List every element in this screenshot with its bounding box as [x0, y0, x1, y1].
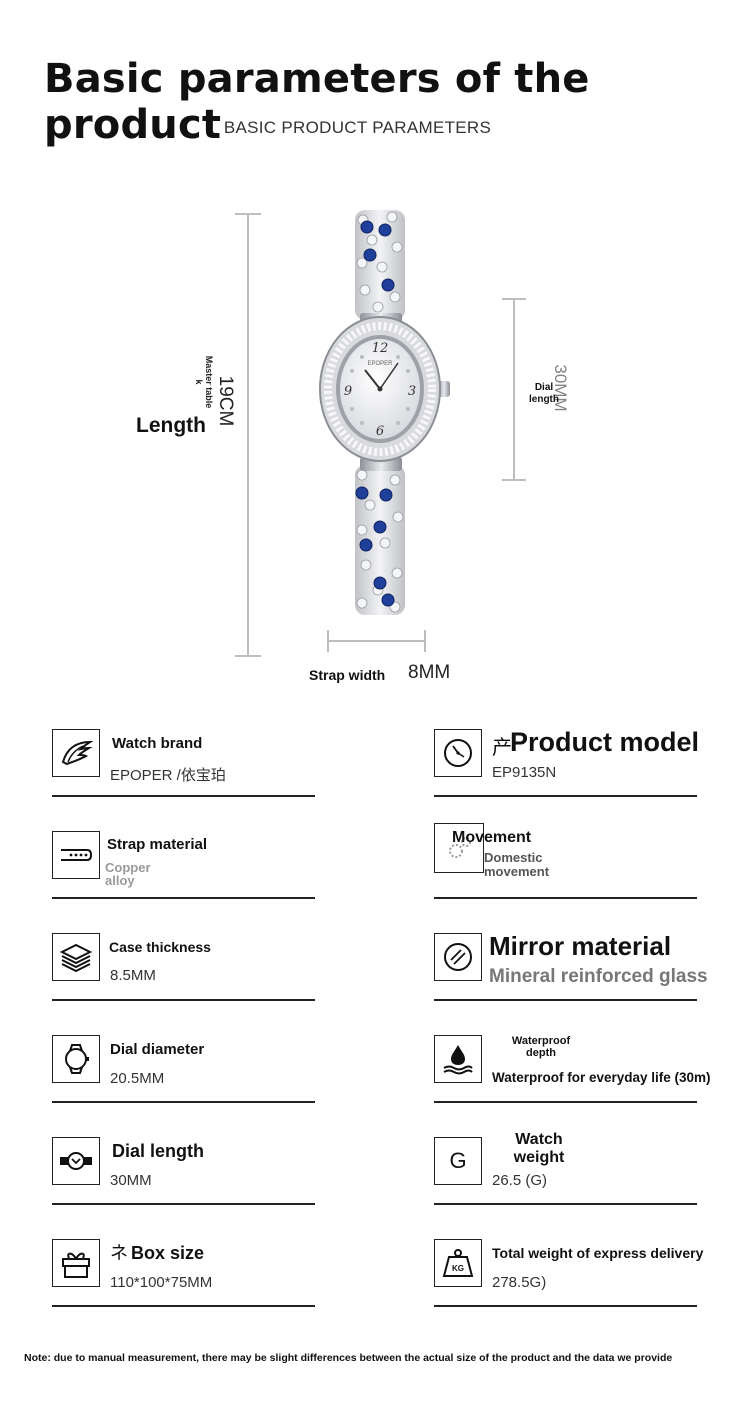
box-size-prefix: ネ: [110, 1243, 128, 1263]
param-dial-diameter: Dial diameter 20.5MM: [52, 1035, 315, 1103]
gift-box-icon: [52, 1239, 100, 1287]
movement-label: Movement: [452, 829, 532, 846]
strap-icon: [52, 831, 100, 879]
movement-gear-icon: [434, 823, 484, 873]
param-case-thickness: Case thickness 8.5MM: [52, 933, 315, 1001]
svg-text:9: 9: [344, 384, 352, 399]
param-express-weight: KG Total weight of express delivery 278.…: [434, 1239, 703, 1307]
footer-note: Note: due to manual measurement, there m…: [24, 1352, 673, 1364]
param-box-size: ネ Box size 110*100*75MM: [52, 1239, 315, 1307]
param-product-model: 产 Product model EP9135N: [434, 727, 700, 797]
strap-material-value: Copper alloy: [105, 860, 151, 888]
waterproof-label: Waterproof depth: [511, 1035, 571, 1059]
param-mirror-material: Mirror material Mineral reinforced glass: [434, 931, 708, 1001]
param-waterproof: Waterproof depth Waterproof for everyday…: [434, 1035, 711, 1103]
product-model-label: Product model: [510, 727, 700, 757]
dial-diameter-value: 20.5MM: [110, 1070, 165, 1087]
kg-icon-text: KG: [452, 1264, 464, 1273]
weight-icon-letter: G: [449, 1148, 467, 1173]
product-model-value: EP9135N: [492, 764, 557, 781]
svg-text:3: 3: [408, 384, 416, 399]
strap-material-label: Strap material: [107, 836, 208, 853]
watch-face-icon: [434, 729, 482, 777]
page-title: Basic parameters of the product: [44, 56, 590, 148]
movement-value: Domestic movement: [484, 850, 550, 879]
weight-g-icon: G: [434, 1137, 482, 1185]
dial-diameter-label: Dial diameter: [110, 1041, 205, 1058]
watch-case-icon: [52, 1035, 100, 1083]
dial-measure-icon: [52, 1137, 100, 1185]
watch-brand-label: Watch brand: [112, 735, 203, 752]
wing-icon: [52, 729, 100, 777]
watch-brand-value: EPOPER /依宝珀: [110, 767, 226, 784]
waterproof-value: Waterproof for everyday life (30m): [492, 1070, 711, 1085]
param-movement: Movement Domestic movement: [434, 823, 697, 899]
mirror-material-label: Mirror material: [489, 931, 672, 961]
box-size-value: 110*100*75MM: [110, 1274, 213, 1291]
dial-brand-text: EPOPER: [367, 361, 393, 367]
watch-weight-value: 26.5 (G): [492, 1172, 548, 1189]
box-size-label: Box size: [131, 1243, 205, 1263]
mirror-material-value: Mineral reinforced glass: [489, 966, 708, 987]
svg-text:6: 6: [376, 424, 384, 439]
watch-image: EPOPER 12 6 9 3: [319, 210, 450, 615]
length-note: Master table k: [194, 355, 214, 409]
product-model-prefix: 产: [492, 737, 512, 759]
case-thickness-value: 8.5MM: [110, 967, 156, 984]
strap-width-label: Strap width: [309, 667, 386, 683]
length-label: Length: [136, 414, 206, 437]
param-watch-brand: Watch brand EPOPER /依宝珀: [52, 729, 315, 797]
water-drop-icon: [434, 1035, 482, 1083]
watch-weight-label: Watch weight: [513, 1131, 565, 1166]
case-thickness-label: Case thickness: [109, 939, 211, 955]
svg-text:12: 12: [372, 341, 389, 356]
param-watch-weight: G Watch weight 26.5 (G): [434, 1131, 697, 1205]
dial-length-param-value: 30MM: [110, 1172, 152, 1189]
express-weight-label: Total weight of express delivery: [492, 1245, 704, 1261]
param-strap-material: Strap material Copper alloy: [52, 831, 315, 899]
length-value: 19CM: [215, 375, 236, 427]
express-weight-value: 278.5G): [492, 1274, 547, 1291]
dial-length-label: Dial length: [529, 382, 559, 405]
strap-width-value: 8MM: [408, 662, 451, 683]
param-dial-length: Dial length 30MM: [52, 1137, 315, 1205]
dial-length-param-label: Dial length: [112, 1141, 205, 1161]
page-subtitle: BASIC PRODUCT PARAMETERS: [223, 118, 492, 137]
glass-icon: [434, 933, 482, 981]
kg-weight-icon: KG: [434, 1239, 482, 1287]
layers-icon: [52, 933, 100, 981]
